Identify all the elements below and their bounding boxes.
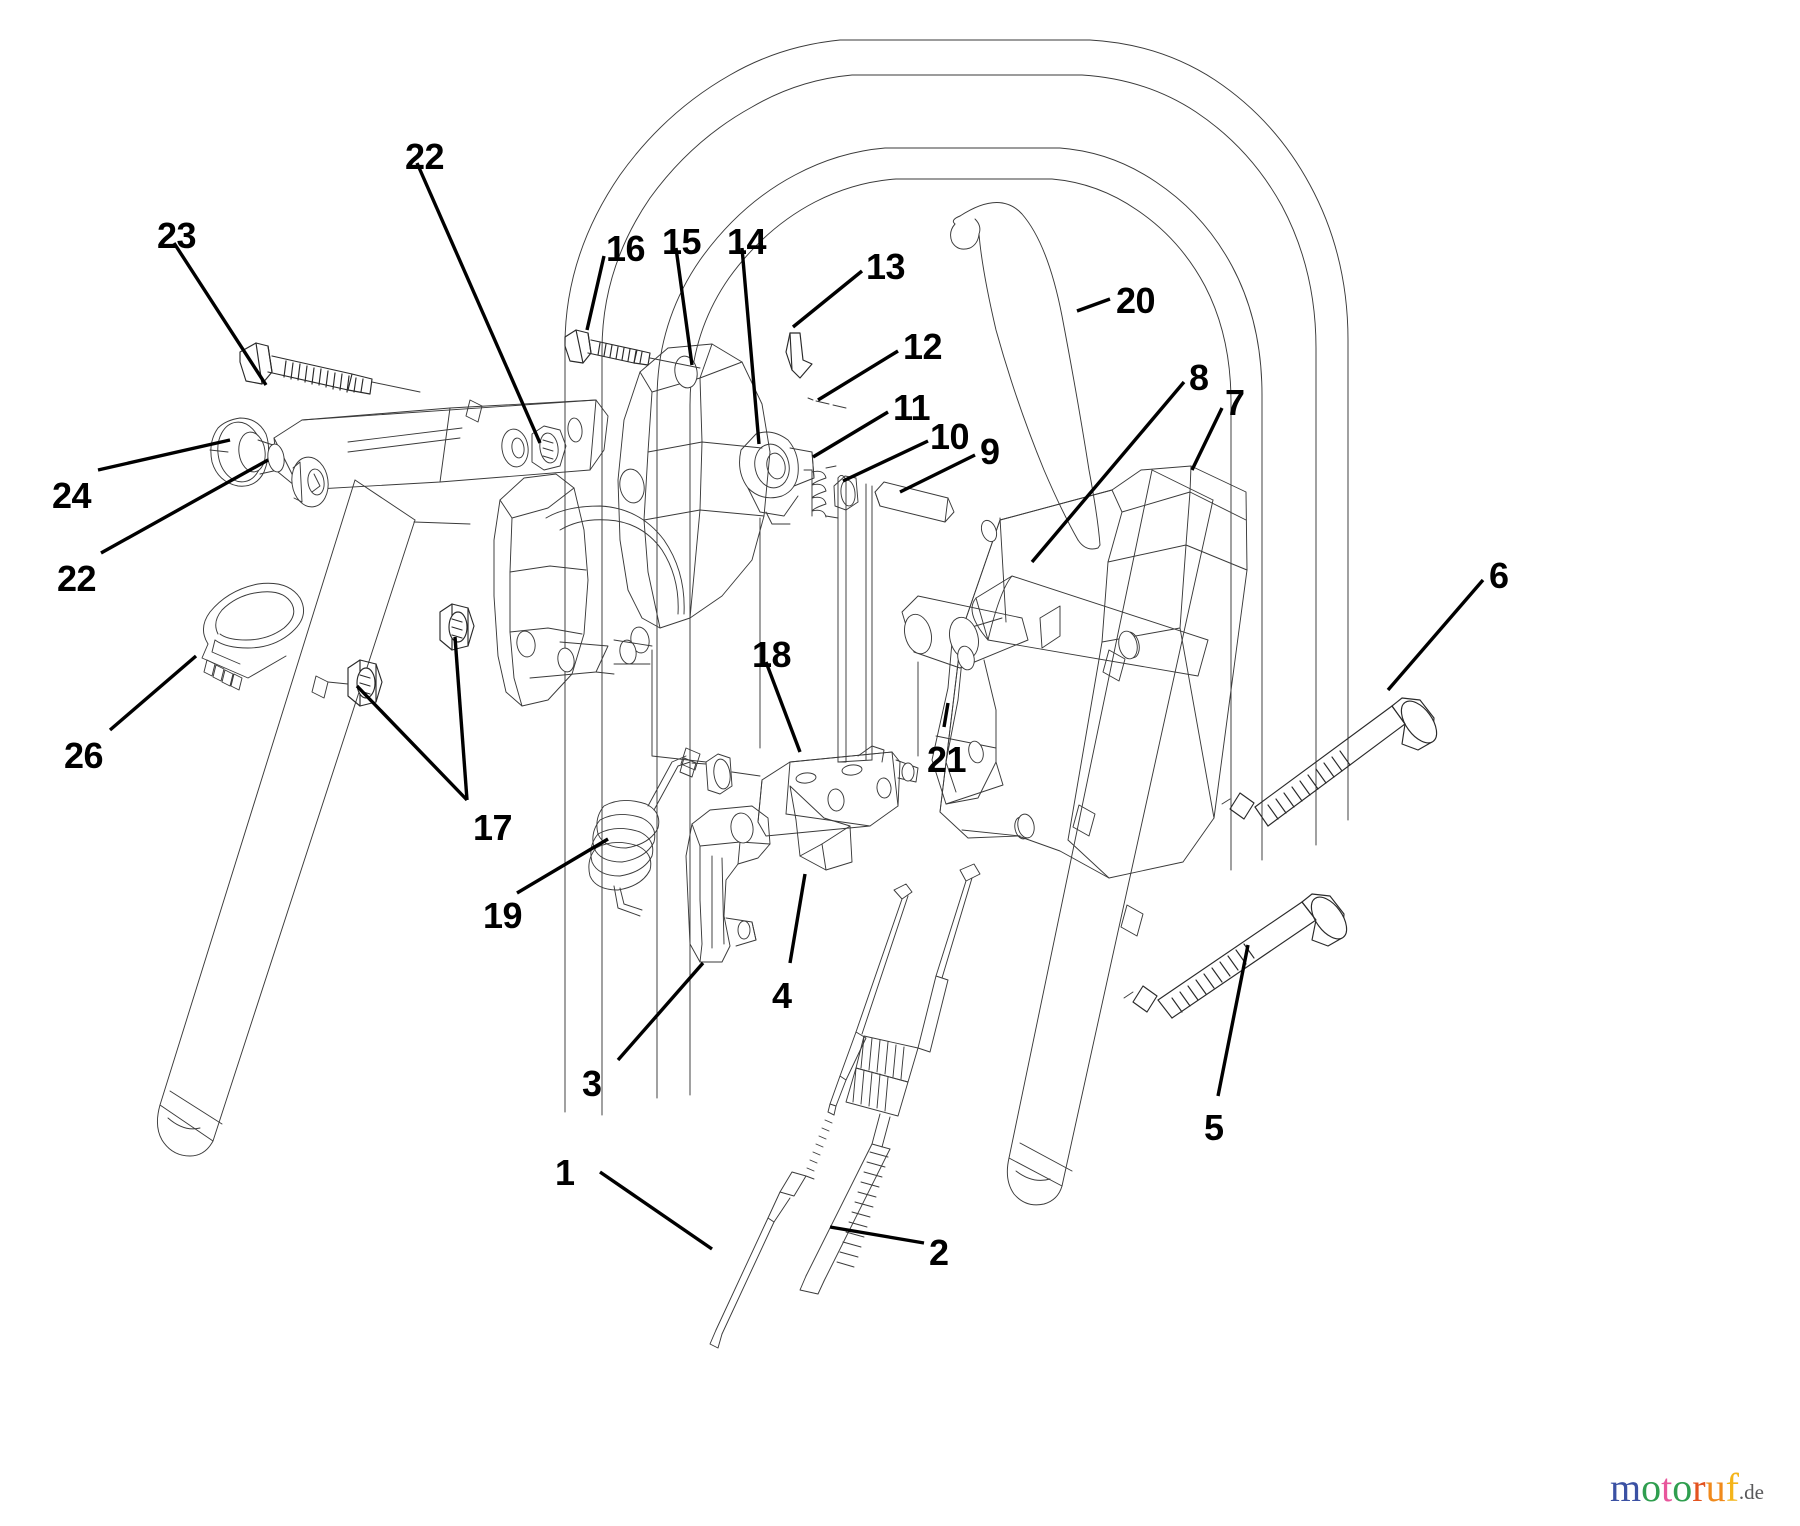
callout-label-8: 8 [1189, 357, 1209, 398]
callout-label-14: 14 [727, 221, 767, 262]
callout-label-19: 19 [483, 895, 523, 936]
callout-label-2: 2 [929, 1232, 949, 1273]
leader-line-18 [764, 661, 802, 753]
callout-leader-lines [97, 162, 1485, 1251]
callout-label-16: 16 [606, 228, 646, 269]
pin-spring-bushing-group [803, 465, 955, 523]
cable-1 [709, 883, 913, 1349]
callout-label-18: 18 [752, 634, 792, 675]
cable-2 [799, 863, 981, 1295]
callout-label-13: 13 [866, 246, 906, 287]
logo-tld: .de [1738, 1480, 1764, 1504]
coil-spring-19 [588, 747, 701, 917]
leader-line-13 [791, 269, 864, 329]
callout-label-22b: 22 [57, 558, 97, 599]
hex-nut-17-upper [439, 603, 475, 651]
callout-label-10: 10 [930, 416, 970, 457]
leader-line-14 [740, 247, 761, 445]
callout-label-24: 24 [52, 475, 92, 516]
cam-hub-14 [739, 431, 815, 525]
pawl-lever-3 [685, 805, 771, 963]
callout-label-23: 23 [157, 215, 197, 256]
leader-line-3 [616, 961, 705, 1062]
leader-line-9 [899, 453, 976, 494]
leader-line-24 [97, 438, 231, 472]
callout-label-7: 7 [1225, 382, 1245, 423]
callout-label-21: 21 [927, 739, 967, 780]
hairpin-cotter-pin-26 [201, 582, 305, 691]
hex-bolt-23 [239, 342, 421, 395]
logo-letter-u: u [1705, 1465, 1726, 1510]
callout-label-17: 17 [473, 807, 513, 848]
logo-letter-t: t [1661, 1465, 1673, 1510]
callout-label-1: 1 [555, 1152, 575, 1193]
leader-line-16 [585, 255, 606, 331]
leader-line-7 [1190, 407, 1224, 471]
leader-line-20 [1076, 297, 1111, 313]
clip-13 [785, 332, 813, 379]
inner-lever-bracket [493, 473, 653, 707]
leader-line-26 [108, 654, 198, 732]
leader-line-17b [355, 684, 469, 802]
carriage-bolt-5 [1123, 893, 1348, 1019]
callout-label-4: 4 [772, 975, 792, 1016]
leader-line-10 [842, 439, 929, 483]
logo-letter-o: o [1672, 1465, 1693, 1510]
logo-letter-f: f [1725, 1465, 1739, 1510]
leader-line-12 [817, 349, 899, 402]
logo-letter-m: m [1610, 1465, 1642, 1510]
leader-line-21 [942, 702, 950, 728]
carriage-bolt-6 [1221, 697, 1438, 827]
leader-line-1 [599, 1170, 713, 1251]
leader-line-5 [1216, 944, 1250, 1097]
small-link-12 [807, 397, 847, 409]
mounting-bracket-4 [757, 745, 919, 871]
leader-line-22b [100, 458, 269, 555]
callout-label-3: 3 [582, 1063, 602, 1104]
leader-line-6 [1386, 578, 1485, 692]
callout-label-22: 22 [405, 136, 445, 177]
callout-label-9: 9 [980, 431, 1000, 472]
logo-letter-r: r [1692, 1465, 1706, 1510]
logo-letter-o: o [1641, 1465, 1662, 1510]
leader-line-15 [674, 247, 694, 366]
handle-frame-tube [564, 39, 1349, 1116]
bail-wire-20 [950, 202, 1101, 550]
leader-line-17 [453, 636, 469, 801]
left-handle-tube [156, 479, 416, 1157]
callout-label-5: 5 [1204, 1107, 1224, 1148]
construction-lines [413, 399, 919, 763]
callout-label-26: 26 [64, 735, 104, 776]
leader-line-19 [516, 837, 609, 895]
main-lever-15 [545, 343, 771, 654]
small-bushing-18 [679, 753, 761, 795]
leader-line-2 [829, 1225, 925, 1245]
leader-line-23 [172, 242, 268, 386]
motoruf-logo: motoruf.de [1610, 1468, 1764, 1508]
callout-label-20: 20 [1116, 280, 1156, 321]
callout-label-6: 6 [1489, 555, 1509, 596]
callout-label-12: 12 [903, 326, 943, 367]
mount-plate-and-bushings [209, 399, 609, 508]
leader-line-11 [812, 410, 889, 459]
leader-line-4 [788, 873, 807, 964]
leader-line-8 [1030, 380, 1186, 564]
lever-arm-21 [901, 595, 1061, 805]
control-rod-vertical [837, 474, 873, 763]
callout-label-11: 11 [893, 387, 931, 428]
logo-wordmark: motoruf [1610, 1465, 1739, 1510]
leader-line-22 [415, 162, 542, 444]
right-handle-tube [1006, 469, 1214, 1206]
callout-label-15: 15 [662, 221, 702, 262]
hex-bolt-16 [564, 329, 701, 369]
control-shaft-8 [971, 575, 1209, 677]
